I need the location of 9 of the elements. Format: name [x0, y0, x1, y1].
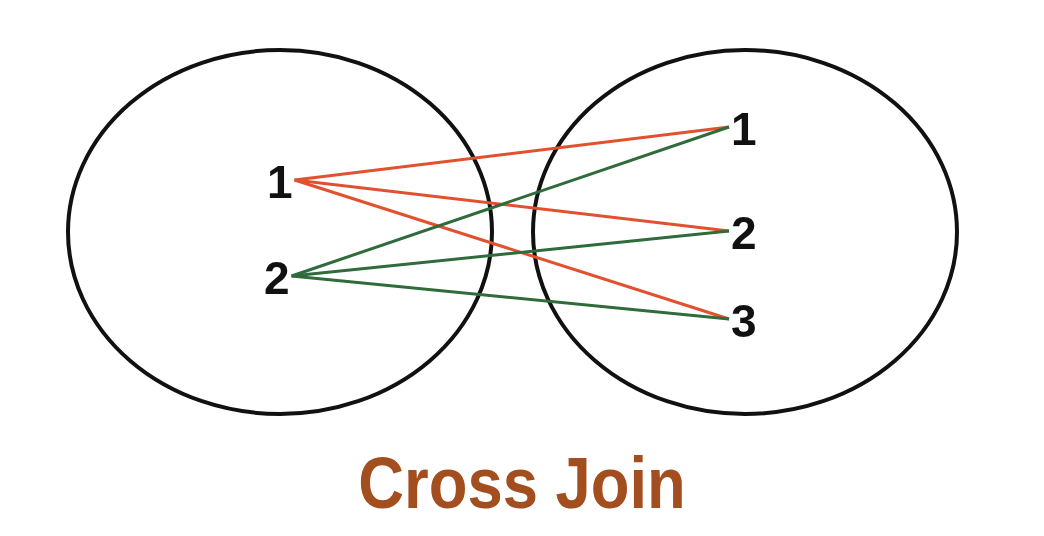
join-line [291, 229, 730, 278]
element-number: 1 [731, 106, 757, 152]
element-number: 2 [264, 255, 290, 301]
element-number: 2 [731, 210, 757, 256]
element-number: 1 [267, 159, 293, 205]
join-line [291, 274, 730, 321]
caption: Cross Join [358, 442, 686, 525]
element-number: 3 [731, 298, 757, 344]
join-line [291, 125, 730, 278]
